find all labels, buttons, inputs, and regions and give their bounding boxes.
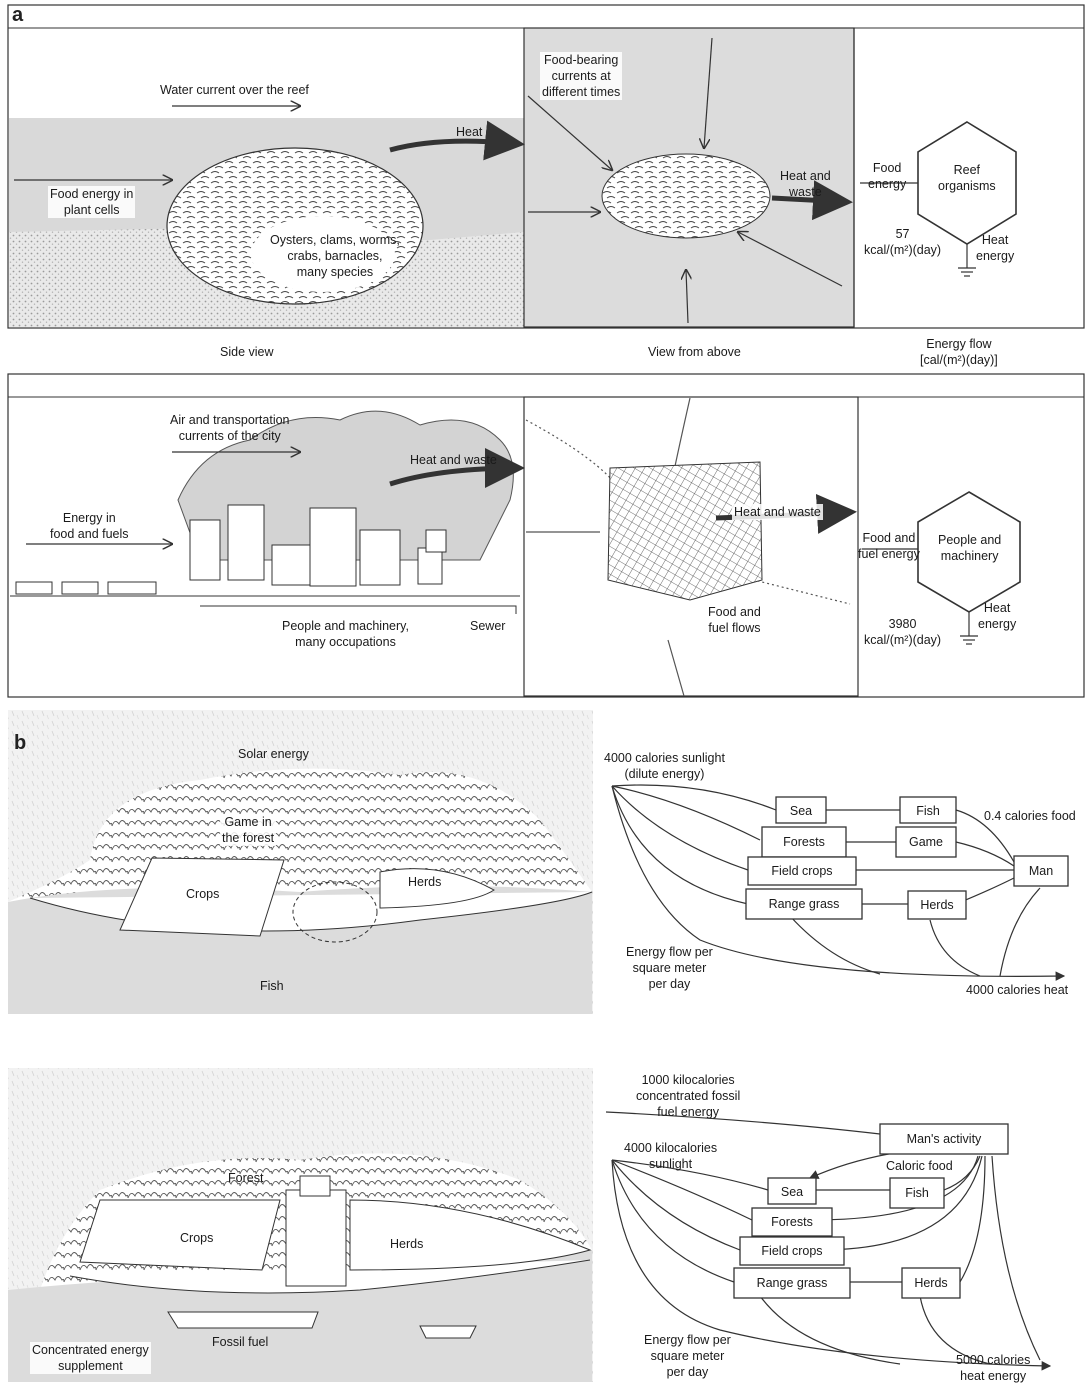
industrial-field-crops-box-label: Field crops bbox=[761, 1244, 823, 1258]
solar-energy-label: Solar energy bbox=[238, 747, 309, 761]
fossil-fuel-label: Fossil fuel bbox=[212, 1335, 269, 1349]
reef-side-view-illustration bbox=[9, 118, 524, 327]
primitive-flow-diagram bbox=[611, 784, 1069, 981]
primitive-landscape-illustration bbox=[8, 710, 593, 1014]
forests-box-label: Forests bbox=[783, 835, 825, 849]
sea-box-label: Sea bbox=[789, 804, 813, 818]
city-energy-flow-diagram bbox=[862, 491, 1021, 645]
heat-arrow bbox=[389, 120, 525, 161]
industrial-sea-box-label: Sea bbox=[780, 1185, 804, 1199]
industrial-crops-label: Crops bbox=[180, 1231, 214, 1245]
industrial-flow-diagram bbox=[605, 1111, 1052, 1371]
man-box-label: Man bbox=[1028, 864, 1054, 878]
heat-label: Heat bbox=[456, 125, 483, 139]
side-view-caption: Side view bbox=[220, 345, 274, 359]
range-grass-box-label: Range grass bbox=[768, 897, 840, 911]
industrial-range-grass-box-label: Range grass bbox=[756, 1276, 828, 1290]
panel-a-letter: a bbox=[12, 4, 24, 26]
industrial-forests-box-label: Forests bbox=[771, 1215, 813, 1229]
people-machinery-label: People and machinery,many occupations bbox=[282, 619, 409, 649]
reef-energy-flow-diagram bbox=[853, 28, 1017, 327]
herds-box-label: Herds bbox=[920, 898, 954, 912]
calories-food-label: 0.4 calories food bbox=[984, 809, 1076, 823]
caloric-food-label: Caloric food bbox=[886, 1159, 953, 1173]
crops-label: Crops bbox=[186, 887, 220, 901]
city-top-heat-waste-label: Heat and waste bbox=[732, 504, 823, 520]
industrial-landscape-illustration bbox=[8, 1068, 593, 1382]
field-crops-box-label: Field crops bbox=[771, 864, 833, 878]
industrial-herds-box-label: Herds bbox=[914, 1276, 948, 1290]
panel-b-letter: b bbox=[14, 732, 27, 754]
fish-label: Fish bbox=[260, 979, 284, 993]
forest-label: Forest bbox=[228, 1171, 264, 1185]
industrial-fish-box-label: Fish bbox=[905, 1186, 929, 1200]
water-current-label: Water current over the reef bbox=[160, 83, 309, 97]
herds-label: Herds bbox=[408, 875, 442, 889]
city-heat-waste-arrow bbox=[389, 448, 525, 489]
mans-activity-box-label: Man's activity bbox=[906, 1132, 982, 1146]
view-from-above-caption: View from above bbox=[648, 345, 741, 359]
city-heat-waste-label: Heat and waste bbox=[410, 453, 497, 467]
city-side-view-illustration bbox=[10, 410, 520, 614]
fish-box-label: Fish bbox=[916, 804, 940, 818]
reef-organisms-label: Oysters, clams, worms,crabs, barnacles,m… bbox=[270, 233, 400, 279]
energy-flow-caption: Energy flow[cal/(m²)(day)] bbox=[920, 337, 998, 367]
city-top-view-illustration bbox=[523, 396, 859, 697]
industrial-herds-label: Herds bbox=[390, 1237, 424, 1251]
game-box-label: Game bbox=[908, 835, 944, 849]
heat-waste-arrow bbox=[771, 180, 853, 221]
calories-heat-label: 4000 calories heat bbox=[966, 983, 1069, 997]
sewer-label: Sewer bbox=[470, 619, 506, 633]
sunlight-label: 4000 calories sunlight(dilute energy) bbox=[604, 751, 725, 781]
city-row bbox=[7, 373, 1085, 698]
